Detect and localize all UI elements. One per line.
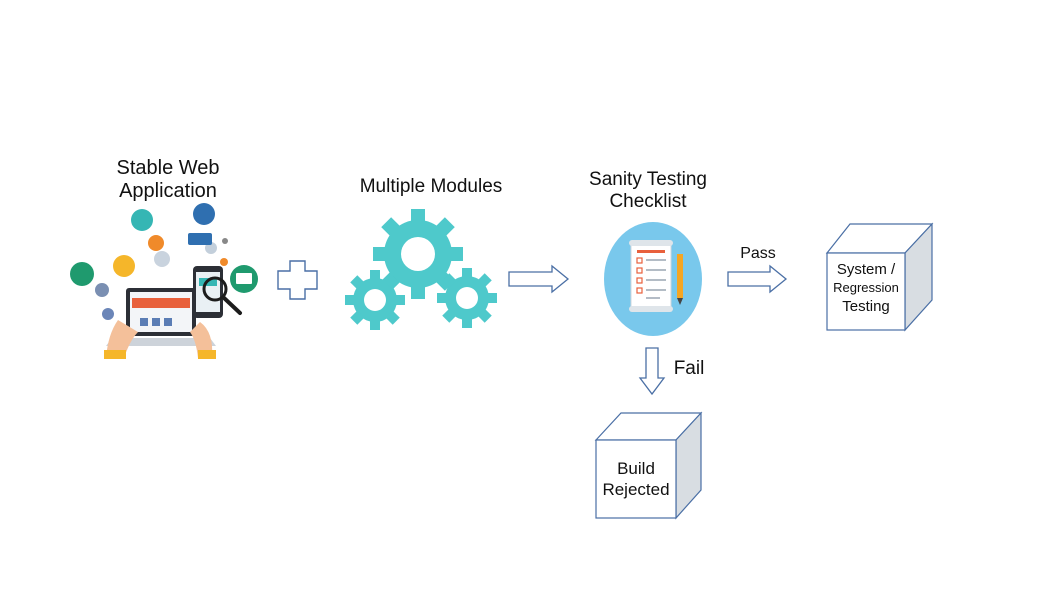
fail-label: Fail: [673, 358, 705, 379]
cube-icon: [594, 411, 703, 520]
system-line: System /: [836, 261, 896, 278]
pass-label: Pass: [740, 245, 776, 262]
plus-icon: [277, 260, 318, 300]
web-application-label: Stable Web Application: [88, 157, 248, 203]
web-application-line1: Stable Web: [116, 157, 220, 179]
multiple-modules-label: Multiple Modules: [359, 176, 503, 197]
regression-line: Regression: [833, 280, 899, 295]
sanity-checklist-line1: Sanity Testing: [589, 169, 707, 190]
web-application-illustration: [70, 203, 258, 359]
web-application-line2: Application: [119, 180, 217, 202]
arrow-down-icon: [638, 347, 666, 396]
build-rejected-label: Build Rejected: [596, 458, 676, 500]
rejected-line: Rejected: [602, 480, 670, 499]
arrow-right-icon: [727, 264, 788, 294]
build-line: Build: [617, 459, 655, 478]
system-regression-testing-label: System / Regression Testing: [827, 260, 905, 316]
cube-icon: [825, 222, 934, 332]
gears-icon: [345, 209, 497, 330]
checklist-icon: [604, 222, 702, 336]
sanity-checklist-label: Sanity Testing Checklist: [573, 169, 723, 213]
sanity-checklist-line2: Checklist: [609, 190, 687, 212]
arrow-right-icon: [508, 264, 570, 294]
testing-line: Testing: [842, 298, 890, 315]
